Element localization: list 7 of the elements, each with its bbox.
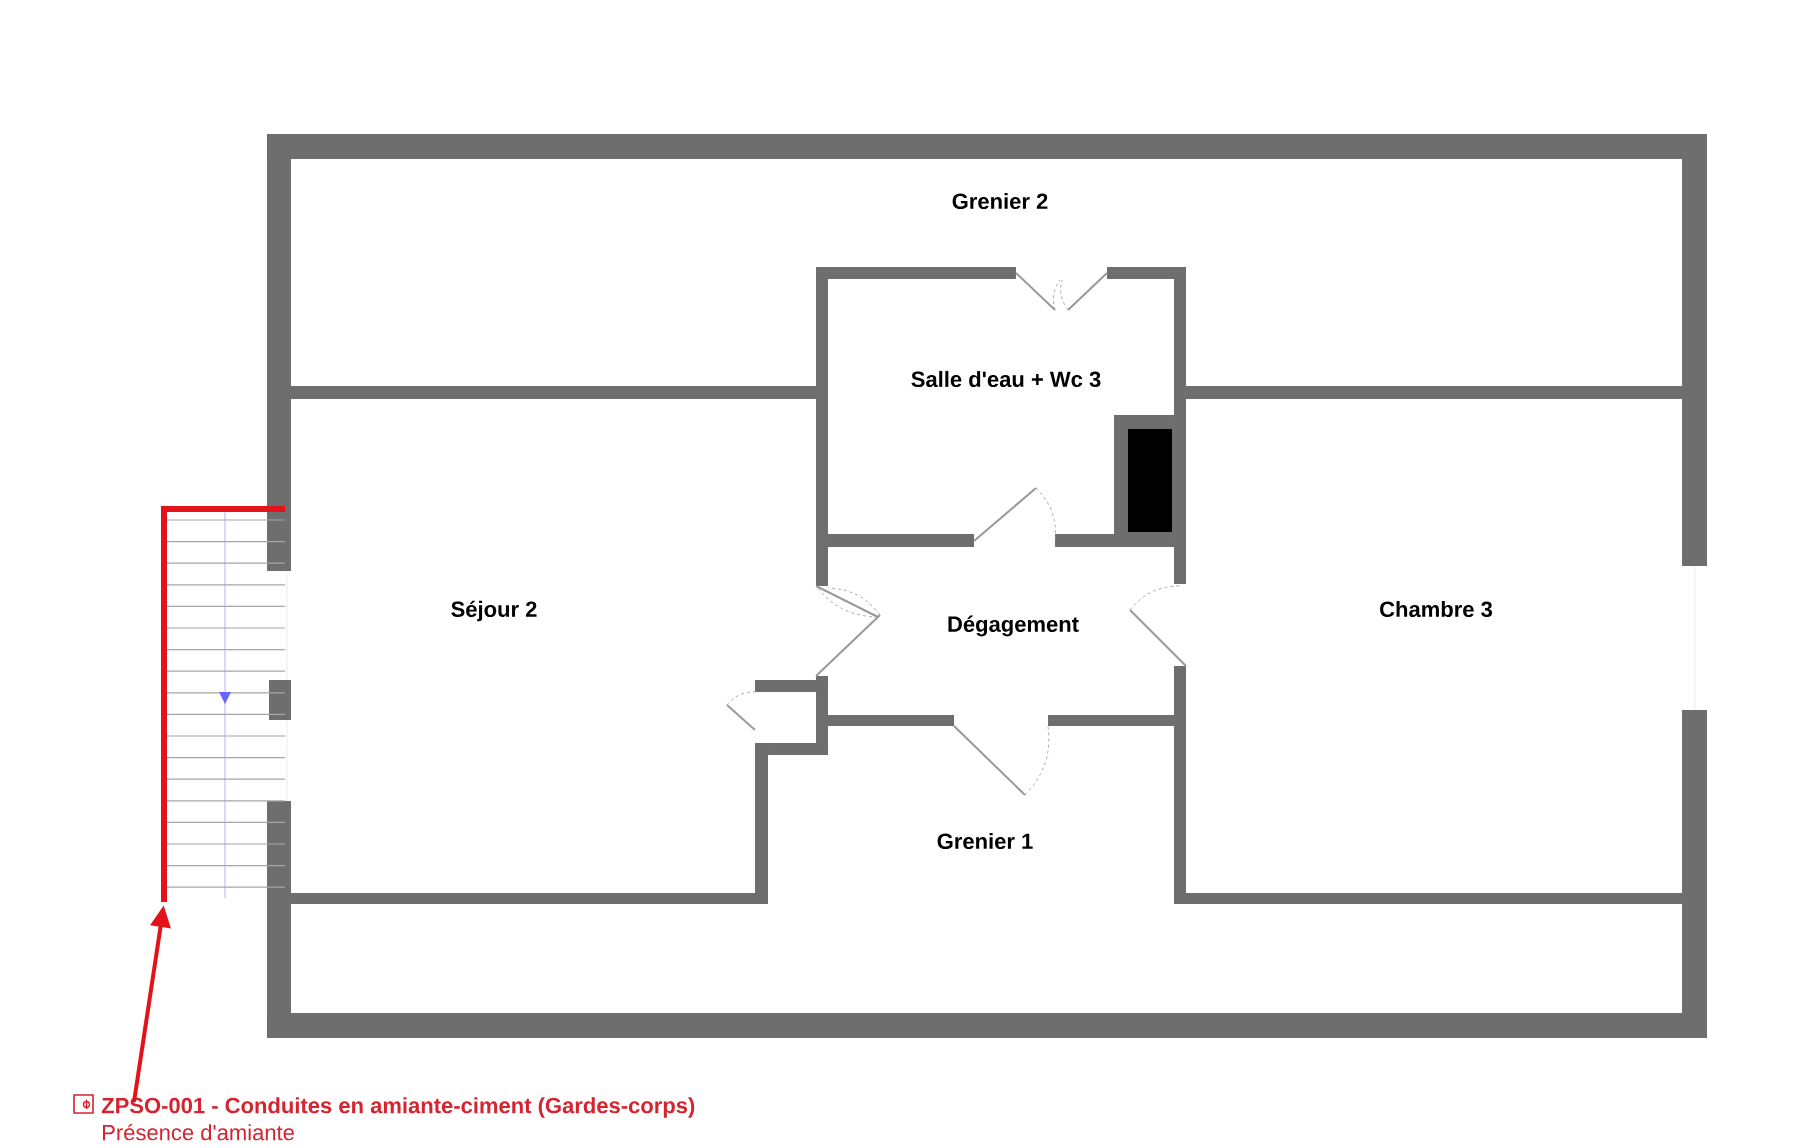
callout-text: ZPSO-001 - Conduites en amiante-ciment (Gardes-corps) Présence d'amiante <box>101 1097 695 1141</box>
room-label: Grenier 2 <box>952 192 1048 210</box>
room-label: Chambre 3 <box>1380 600 1493 618</box>
room-label: Séjour 2 <box>451 600 537 622</box>
room-label: Dégagement <box>948 615 1079 637</box>
room-label: Salle d'eau + Wc 3 <box>911 370 1101 388</box>
room-label: Grenier 1 <box>937 832 1033 850</box>
